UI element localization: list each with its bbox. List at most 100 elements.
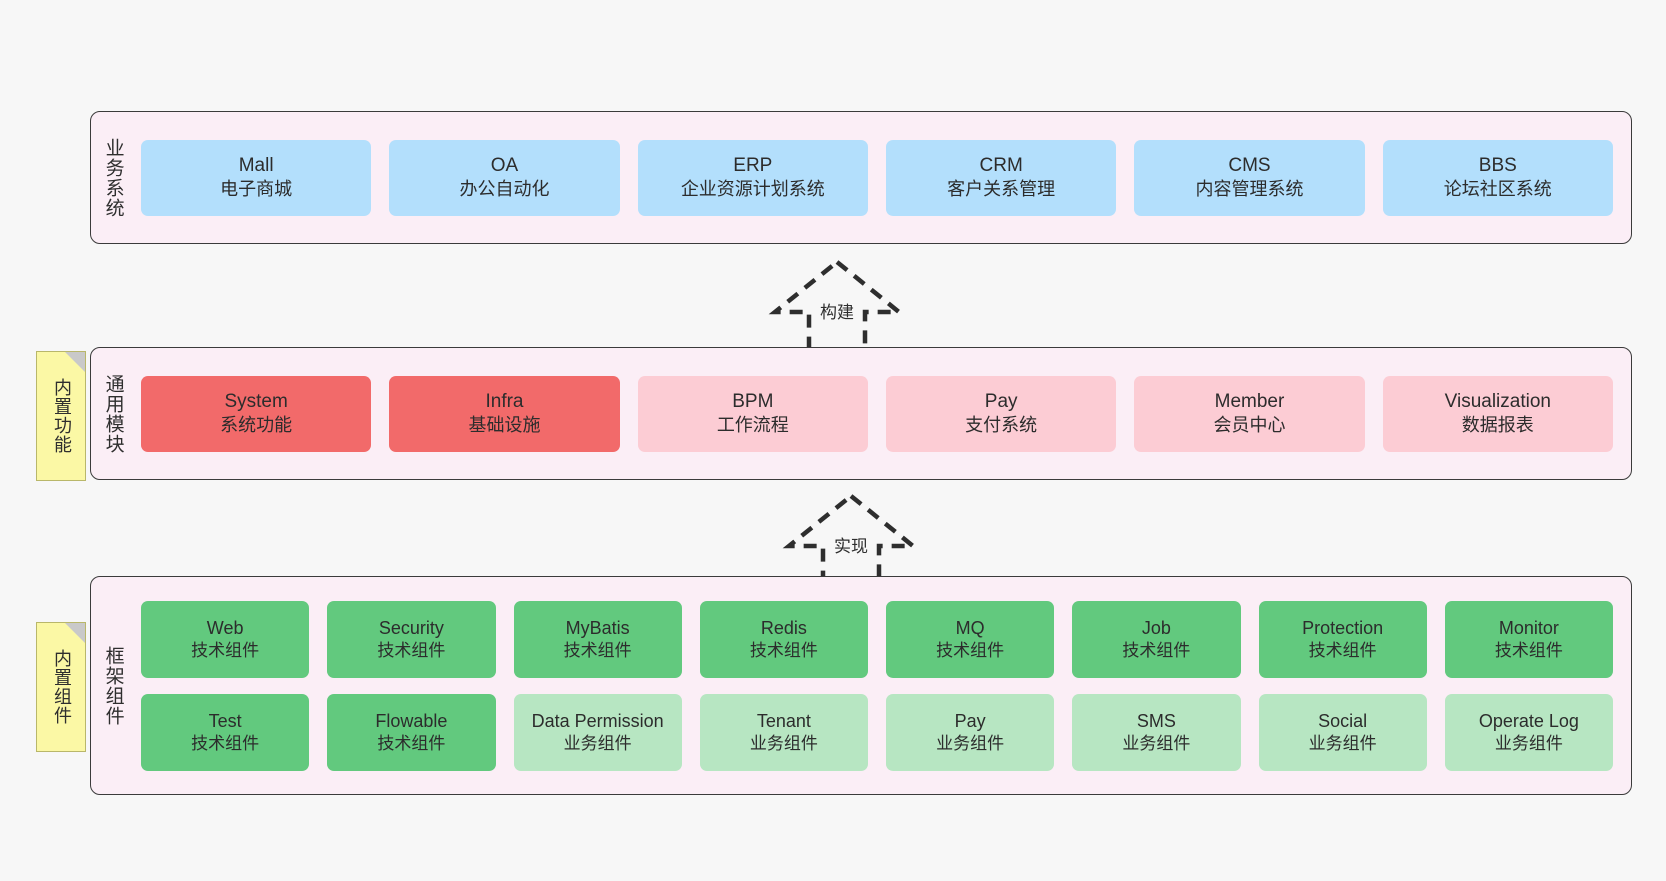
node-title-en: Tenant xyxy=(756,711,811,732)
node-title-cn: 技术组件 xyxy=(749,640,818,660)
node-title-en: ERP xyxy=(733,155,773,177)
node-row: Test 技术组件 Flowable 技术组件 Data Permission … xyxy=(141,693,1613,771)
node-protection[interactable]: Protection 技术组件 xyxy=(1258,600,1427,678)
note-fold-icon xyxy=(65,352,85,372)
node-visualization[interactable]: Visualization 数据报表 xyxy=(1382,375,1613,452)
node-title-en: Social xyxy=(1318,711,1368,732)
node-title-cn: 技术组件 xyxy=(1308,640,1377,660)
node-monitor[interactable]: Monitor 技术组件 xyxy=(1444,600,1613,678)
node-title-en: Pay xyxy=(984,391,1018,413)
node-cms[interactable]: CMS 内容管理系统 xyxy=(1134,139,1365,216)
node-title-en: BBS xyxy=(1478,155,1517,177)
node-title-cn: 业务组件 xyxy=(563,733,632,753)
node-title-cn: 客户关系管理 xyxy=(947,179,1056,200)
node-job[interactable]: Job 技术组件 xyxy=(1072,600,1241,678)
node-title-en: BPM xyxy=(732,391,774,413)
node-title-cn: 业务组件 xyxy=(1494,733,1563,753)
connector-label: 构建 xyxy=(820,303,854,322)
node-erp[interactable]: ERP 企业资源计划系统 xyxy=(637,139,868,216)
node-title-en: Flowable xyxy=(375,711,448,732)
node-title-cn: 业务组件 xyxy=(936,733,1005,753)
node-title-cn: 数据报表 xyxy=(1461,415,1534,436)
node-title-cn: 论坛社区系统 xyxy=(1443,179,1552,200)
node-title-en: Data Permission xyxy=(531,711,664,732)
node-title-cn: 技术组件 xyxy=(191,733,260,753)
note-fold-icon xyxy=(65,623,85,643)
node-pay-business[interactable]: Pay 业务组件 xyxy=(886,693,1055,771)
node-data-permission[interactable]: Data Permission 业务组件 xyxy=(513,693,682,771)
node-security[interactable]: Security 技术组件 xyxy=(327,600,496,678)
node-flowable[interactable]: Flowable 技术组件 xyxy=(327,693,496,771)
layer-business-system: 业务系统 Mall 电子商城 OA 办公自动化 ERP 企业资源计划系统 CRM… xyxy=(90,111,1632,244)
connector-build: 构建 xyxy=(762,258,912,359)
node-bbs[interactable]: BBS 论坛社区系统 xyxy=(1382,139,1613,216)
node-title-cn: 技术组件 xyxy=(563,640,632,660)
node-web[interactable]: Web 技术组件 xyxy=(141,600,310,678)
node-title-cn: 电子商城 xyxy=(220,179,293,200)
node-title-en: Job xyxy=(1141,618,1171,639)
layer-title-business-system: 业务系统 xyxy=(102,137,124,218)
node-member[interactable]: Member 会员中心 xyxy=(1134,375,1365,452)
node-title-cn: 业务组件 xyxy=(1308,733,1377,753)
note-label: 内置组件 xyxy=(51,649,72,725)
node-title-en: Visualization xyxy=(1444,391,1551,413)
node-title-cn: 工作流程 xyxy=(716,415,789,436)
node-title-en: Pay xyxy=(954,711,986,732)
node-tenant[interactable]: Tenant 业务组件 xyxy=(699,693,868,771)
node-title-en: Mall xyxy=(238,155,274,177)
node-title-cn: 会员中心 xyxy=(1213,415,1286,436)
node-oa[interactable]: OA 办公自动化 xyxy=(389,139,620,216)
node-title-cn: 业务组件 xyxy=(749,733,818,753)
node-title-cn: 技术组件 xyxy=(377,733,446,753)
note-label: 内置功能 xyxy=(51,378,72,454)
layer-body-common-modules: System 系统功能 Infra 基础设施 BPM 工作流程 Pay 支付系统… xyxy=(135,348,1631,479)
node-mall[interactable]: Mall 电子商城 xyxy=(141,139,372,216)
note-builtin-features: 内置功能 xyxy=(36,351,86,481)
node-sms[interactable]: SMS 业务组件 xyxy=(1072,693,1241,771)
connector-label: 实现 xyxy=(834,537,868,556)
node-infra[interactable]: Infra 基础设施 xyxy=(389,375,620,452)
node-title-en: OA xyxy=(490,155,519,177)
node-title-cn: 技术组件 xyxy=(191,640,260,660)
node-mybatis[interactable]: MyBatis 技术组件 xyxy=(513,600,682,678)
node-title-cn: 办公自动化 xyxy=(459,179,550,200)
node-title-cn: 技术组件 xyxy=(936,640,1005,660)
node-operate-log[interactable]: Operate Log 业务组件 xyxy=(1444,693,1613,771)
node-title-en: Monitor xyxy=(1498,618,1559,639)
node-bpm[interactable]: BPM 工作流程 xyxy=(637,375,868,452)
node-title-cn: 内容管理系统 xyxy=(1195,179,1304,200)
node-title-en: Web xyxy=(206,618,244,639)
node-mq[interactable]: MQ 技术组件 xyxy=(886,600,1055,678)
node-pay[interactable]: Pay 支付系统 xyxy=(885,375,1117,452)
node-crm[interactable]: CRM 客户关系管理 xyxy=(885,139,1117,216)
node-title-en: Protection xyxy=(1302,618,1384,639)
node-test[interactable]: Test 技术组件 xyxy=(141,693,310,771)
node-title-en: MQ xyxy=(955,618,985,639)
node-title-cn: 技术组件 xyxy=(1494,640,1563,660)
node-social[interactable]: Social 业务组件 xyxy=(1258,693,1427,771)
layer-title-framework-components: 框架组件 xyxy=(102,645,124,726)
layer-body-business-system: Mall 电子商城 OA 办公自动化 ERP 企业资源计划系统 CRM 客户关系… xyxy=(135,112,1631,243)
layer-body-framework-components: Web 技术组件 Security 技术组件 MyBatis 技术组件 Redi… xyxy=(135,577,1631,794)
node-title-en: Member xyxy=(1214,391,1285,413)
layer-title-common-modules: 通用模块 xyxy=(102,373,124,454)
node-title-en: Redis xyxy=(760,618,807,639)
node-title-cn: 基础设施 xyxy=(468,415,541,436)
node-title-cn: 支付系统 xyxy=(965,415,1038,436)
node-row: Mall 电子商城 OA 办公自动化 ERP 企业资源计划系统 CRM 客户关系… xyxy=(141,139,1613,216)
layer-common-modules: 通用模块 System 系统功能 Infra 基础设施 BPM 工作流程 Pay… xyxy=(90,347,1632,480)
node-title-en: MyBatis xyxy=(565,618,630,639)
node-row: System 系统功能 Infra 基础设施 BPM 工作流程 Pay 支付系统… xyxy=(141,375,1613,452)
node-system[interactable]: System 系统功能 xyxy=(141,375,372,452)
node-title-cn: 企业资源计划系统 xyxy=(680,179,825,200)
node-title-cn: 技术组件 xyxy=(1122,640,1191,660)
node-title-en: Infra xyxy=(485,391,524,413)
node-title-en: Operate Log xyxy=(1478,711,1579,732)
node-title-en: System xyxy=(224,391,288,413)
node-title-cn: 技术组件 xyxy=(377,640,446,660)
node-title-cn: 业务组件 xyxy=(1122,733,1191,753)
node-title-cn: 系统功能 xyxy=(220,415,293,436)
node-title-en: Security xyxy=(378,618,444,639)
node-redis[interactable]: Redis 技术组件 xyxy=(699,600,868,678)
